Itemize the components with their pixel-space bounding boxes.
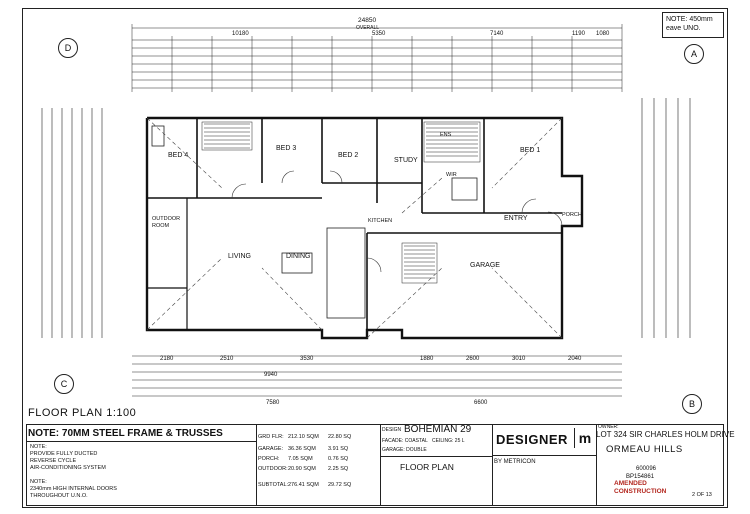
room-label-kitchen: KITCHEN [368,218,393,224]
grid-marker-d: D [58,38,78,58]
note-line: 2340mm HIGH INTERNAL DOORS [30,486,117,492]
note-line [30,472,190,479]
dim-bottom-1: 2180 [160,356,174,362]
amended-construction-stamp: AMENDED CONSTRUCTION [614,480,667,495]
area-sq: 2.25 SQ [328,466,349,472]
dim-top-5: 1080 [596,31,610,37]
area-m2: 7.05 SQM [288,456,313,462]
dim-bottom-3: 3530 [300,356,314,362]
room-label-wir: WIR [446,172,457,178]
ceiling-value: CEILING: 25 L [432,438,465,444]
dim-bottom-9: 7580 [266,400,280,406]
dim-bottom-7: 2040 [568,356,582,362]
grid-marker-c: C [54,374,74,394]
grid-marker-a: A [684,44,704,64]
note-line: THROUGHOUT U.N.O. [30,493,88,499]
room-label-study: STUDY [394,157,418,164]
title-block [26,424,724,506]
area-label: GRD FLR: [258,434,284,440]
area-m2: 212.10 SQM [288,434,319,440]
facade-value: FACADE: COASTAL [382,438,428,444]
floor-plan-drawing [41,24,691,397]
frame-note-title: NOTE: 70MM STEEL FRAME & TRUSSES [28,428,223,439]
dim-top-1: 10180 [232,31,249,37]
tb-design-cell [381,425,493,505]
design-label: DESIGN [382,427,402,433]
site-address-line2: ORMEAU HILLS [606,444,683,455]
dim-bottom-6: 3010 [512,356,526,362]
note-line: REVERSE CYCLE [30,458,77,464]
site-address-line1: LOT 324 SIR CHARLES HOLM DRIVE [596,430,735,439]
room-label-bed4: BED 4 [168,152,189,159]
note-line: PROVIDE FULLY DUCTED [30,451,98,457]
room-label-entry: ENTRY [504,215,528,222]
room-label-ens: ENS [440,132,452,138]
room-label-bed1: BED 1 [520,147,541,154]
tb-notes-cell [27,425,257,505]
overall-label: OVERALL [356,25,380,31]
general-notes: NOTE: PROVIDE FULLY DUCTED REVERSE CYCLE… [30,444,190,500]
area-label: SUBTOTAL: [258,482,289,488]
dim-top-3: 7140 [490,31,504,37]
sheet-title: FLOOR PLAN [400,462,454,472]
area-m2: 276.41 SQM [288,482,319,488]
room-label-porch: PORCH [562,212,582,218]
grid-marker-b: B [682,394,702,414]
overall-width-label: 24850 [358,17,377,24]
divider [492,455,596,456]
by-metricon: BY METRICON [494,459,536,465]
dim-bottom-8: 6600 [474,400,488,406]
area-m2: 36.36 SQM [288,446,316,452]
note-line: AIR-CONDITIONING SYSTEM [30,465,106,471]
area-label: OUTDOOR: [258,466,288,472]
area-label: PORCH: [258,456,280,462]
room-label-dining: DINING [286,253,311,260]
dim-bottom-4: 1880 [420,356,434,362]
tb-designer-cell [493,425,597,505]
dim-bottom-5: 2600 [466,356,480,362]
owner-label: OWNER: [598,424,619,430]
area-m2: 20.90 SQM [288,466,316,472]
dim-bottom-2: 2510 [220,356,234,362]
dim-top-4: 1190 [572,31,585,37]
room-label-bed2: BED 2 [338,152,359,159]
room-label-living: LIVING [228,253,251,260]
divider [380,456,492,457]
area-sq: 22.80 SQ [328,434,352,440]
dim-top-2: 5350 [372,31,386,37]
job-number: 600096 [636,466,657,472]
design-name: BOHEMIAN 29 [404,424,472,435]
room-label-bed3: BED 3 [276,145,297,152]
area-sq: 0.76 SQ [328,456,349,462]
area-sq: 3.91 SQ [328,446,349,452]
note-line: NOTE: [30,444,47,450]
sheet-number: 2 OF 13 [692,492,712,498]
area-label: GARAGE: [258,446,284,452]
room-label-garage: GARAGE [470,262,500,269]
metricon-logo: m [574,428,595,448]
note-line: NOTE: [30,479,47,485]
room-label-outdoor: OUTDOOR ROOM [152,216,181,229]
divider [26,441,256,442]
floor-plan-title: FLOOR PLAN 1:100 [28,407,137,419]
designer-brand: DESIGNER [496,432,568,447]
plan-number: BP154861 [626,474,655,480]
eave-note: NOTE: 450mm eave UNO. [662,12,724,38]
garage-type-value: GARAGE: DOUBLE [382,447,427,453]
tb-areas-cell [257,425,381,505]
area-sq: 29.72 SQ [328,482,352,488]
dim-bottom-10: 9940 [264,372,278,378]
